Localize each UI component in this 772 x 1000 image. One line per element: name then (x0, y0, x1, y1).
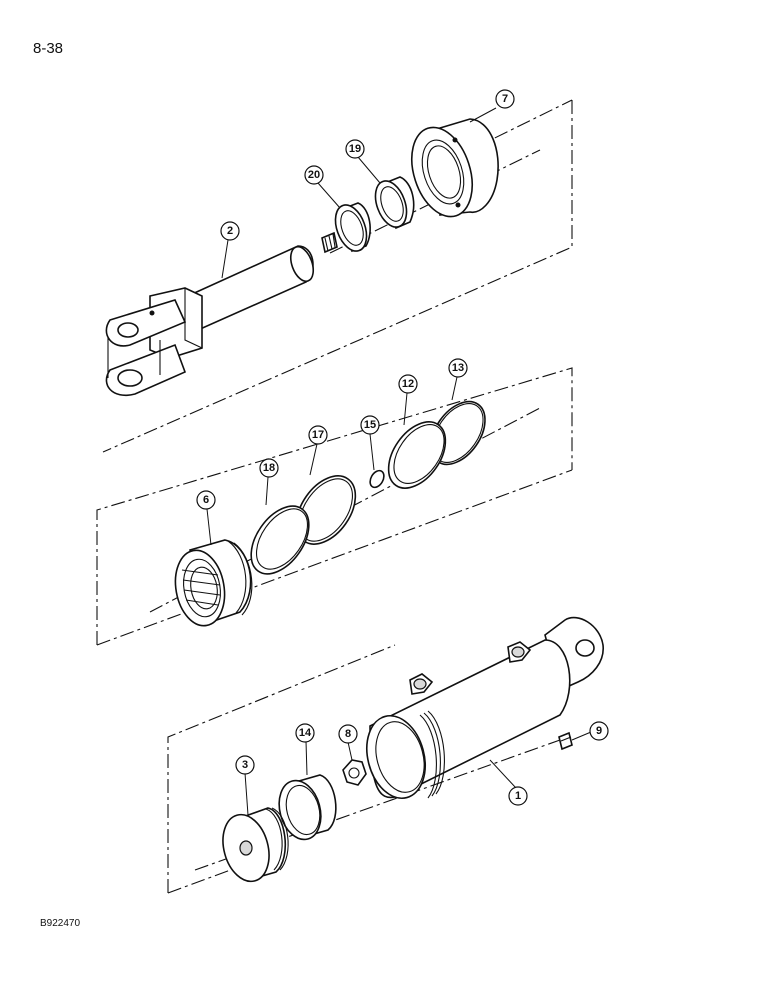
callout-7: 7 (495, 89, 515, 109)
svg-text:2: 2 (227, 225, 233, 237)
figure-code: B922470 (40, 918, 81, 929)
fitting-part-9 (558, 731, 573, 751)
ring-part-14 (278, 774, 337, 841)
wiper-part-20 (334, 202, 371, 253)
callout-15: 15 (360, 415, 380, 435)
svg-text:9: 9 (596, 725, 602, 737)
callout-3: 3 (235, 755, 255, 775)
nut-part-8 (342, 759, 367, 786)
svg-text:7: 7 (502, 93, 508, 105)
callout-2: 2 (220, 221, 240, 241)
svg-text:18: 18 (263, 462, 275, 474)
svg-text:19: 19 (349, 143, 361, 155)
svg-text:14: 14 (299, 727, 312, 739)
svg-text:20: 20 (308, 169, 320, 181)
rod-part-2 (105, 231, 338, 397)
backup-ring-part-18 (250, 505, 310, 575)
svg-text:15: 15 (364, 419, 376, 431)
callout-19: 19 (345, 139, 365, 159)
panel-bottom-frame (167, 644, 396, 894)
svg-text:6: 6 (203, 494, 209, 506)
svg-text:13: 13 (452, 362, 464, 374)
panel-top-frame (102, 99, 573, 453)
callout-14: 14 (295, 723, 315, 743)
ring-part-19 (374, 176, 415, 230)
callout-13: 13 (448, 358, 468, 378)
bottom-axis-line (194, 739, 561, 871)
piston-part-3 (222, 807, 289, 883)
svg-text:3: 3 (242, 759, 248, 771)
svg-text:12: 12 (402, 378, 414, 390)
gland-part-6 (174, 539, 253, 627)
callout-1: 1 (508, 786, 528, 806)
panel-middle-frame (96, 367, 573, 646)
svg-text:1: 1 (515, 790, 521, 802)
svg-text:8: 8 (345, 728, 351, 740)
barrel-part-1 (366, 616, 604, 800)
callout-17: 17 (308, 425, 328, 445)
callout-20: 20 (304, 165, 324, 185)
leader-lines (206, 107, 592, 816)
callout-6: 6 (196, 490, 216, 510)
callout-8: 8 (338, 724, 358, 744)
page-number: 8-38 (33, 40, 64, 57)
callout-9: 9 (589, 721, 609, 741)
callout-18: 18 (259, 458, 279, 478)
callout-12: 12 (398, 374, 418, 394)
gland-nut-part-7 (411, 118, 499, 218)
svg-text:17: 17 (312, 429, 324, 441)
o-ring-part-15 (369, 469, 385, 489)
